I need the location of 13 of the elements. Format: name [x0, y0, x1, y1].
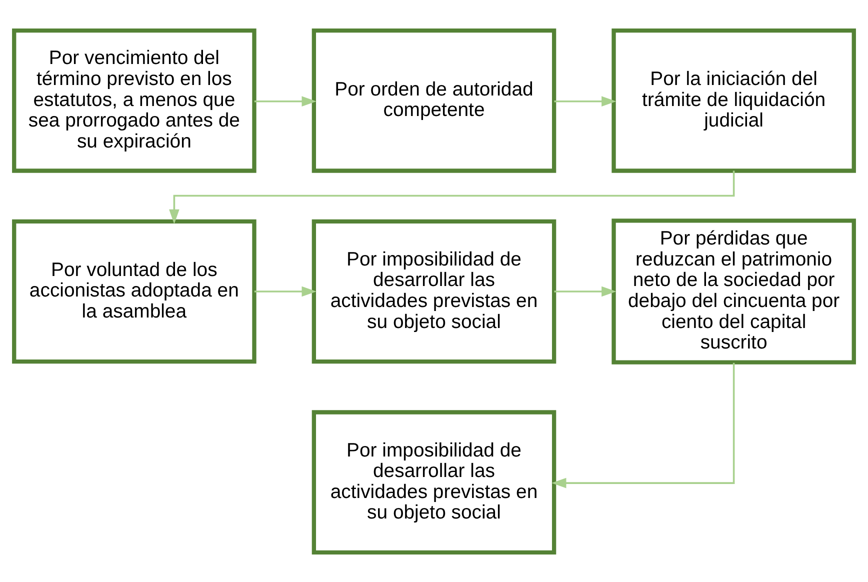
node-box: Por imposibilidad de desarrollar las actividades previstas en su objeto social — [312, 410, 556, 554]
node-box: Por la iniciación del trámite de liquidación judicial — [612, 28, 856, 172]
arrow — [254, 286, 316, 296]
arrow — [169, 170, 735, 224]
node-box: Por pérdidas que reduzcan el patrimonio neto de la sociedad por debajo del cincuenta por ciento del capital suscrito — [612, 218, 856, 364]
node-box: Por imposibilidad de desarrollar las actividades previstas en su objeto social — [312, 218, 556, 364]
node-box: Por vencimiento del término previsto en los estatutos, a menos que sea prorrogado antes de su expiración — [12, 28, 256, 172]
node-box: Por orden de autoridad competente — [312, 28, 556, 172]
node-box: Por voluntad de los accionistas adoptada en la asamblea — [12, 218, 256, 364]
arrow — [554, 96, 616, 106]
arrow — [551, 362, 735, 488]
arrow — [554, 286, 616, 296]
arrow — [254, 96, 316, 106]
